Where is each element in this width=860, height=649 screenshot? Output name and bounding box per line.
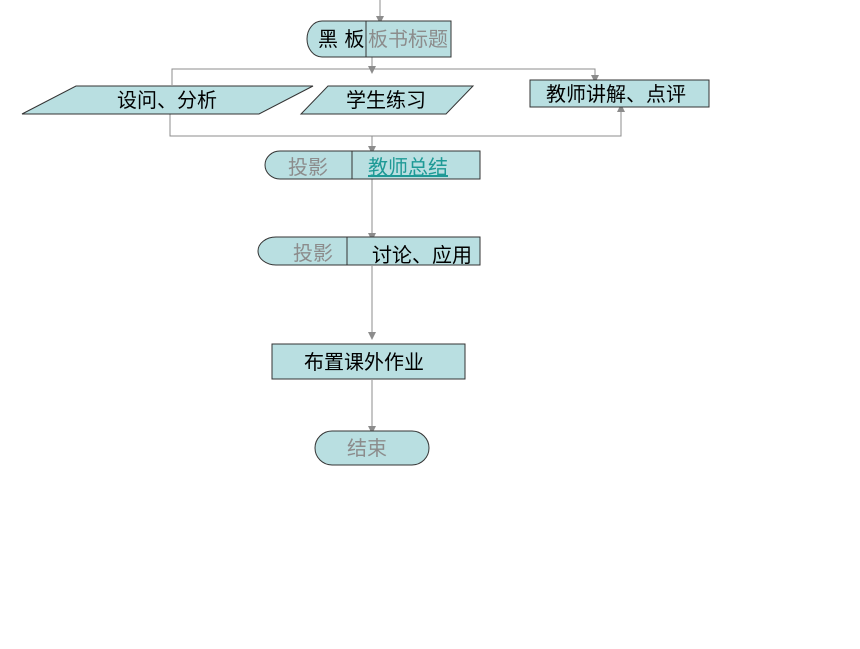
- connector-merge-bar: [169, 104, 625, 137]
- teacher-explain-shape: [529, 79, 710, 108]
- question-shape: [21, 85, 314, 115]
- shapes: [21, 20, 710, 466]
- summary-left-label: 投影: [288, 155, 328, 179]
- blackboard-right-label: 板书标题: [368, 27, 448, 51]
- end-shape: [314, 430, 430, 466]
- connector-branch-bar: [171, 68, 599, 85]
- homework-shape: [271, 343, 466, 380]
- teacher-explain-label: 教师讲解、点评: [546, 82, 686, 106]
- blackboard-left-label: 黑 板: [318, 27, 365, 51]
- summary-right-label[interactable]: 教师总结: [368, 155, 448, 179]
- end-label: 结束: [347, 436, 387, 460]
- blackboard-shape: [306, 20, 452, 58]
- practice-label: 学生练习: [346, 88, 426, 112]
- discuss-shape: [257, 236, 481, 266]
- homework-label: 布置课外作业: [304, 350, 424, 374]
- question-label: 设问、分析: [117, 88, 217, 112]
- discuss-right-label: 讨论、应用: [372, 243, 472, 267]
- summary-shape: [264, 150, 481, 180]
- discuss-left-label: 投影: [293, 241, 333, 265]
- practice-shape: [299, 85, 475, 115]
- connectors: [169, 0, 625, 434]
